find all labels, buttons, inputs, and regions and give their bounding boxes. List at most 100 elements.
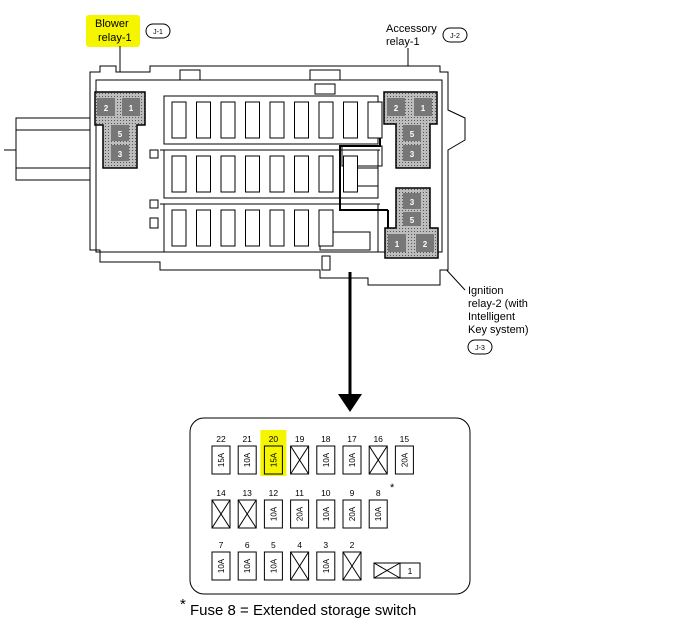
fuse-detail-panel	[189, 417, 471, 595]
housing-fuse-slot	[171, 101, 187, 139]
accessory-relay-pin-1: 1	[421, 104, 426, 113]
ignition-relay-pin-3: 3	[410, 198, 415, 207]
fuse-16: 16	[368, 434, 388, 475]
housing-fuse-slot	[343, 101, 358, 139]
fuse-body	[290, 551, 310, 581]
fuse-amperage: 20A	[296, 506, 305, 521]
fuse-amperage: 10A	[243, 558, 252, 573]
fuse-9: 9 20A	[342, 488, 362, 529]
fuse-number: 11	[295, 488, 304, 498]
fuse-12: 12 10A	[263, 488, 283, 529]
fuse-number: 19	[295, 434, 305, 444]
blower-relay-pin-5: 5	[118, 130, 123, 139]
fuse-amperage: 10A	[348, 452, 357, 467]
footnote-text: Fuse 8 = Extended storage switch	[190, 602, 416, 619]
fuse-number: 5	[271, 540, 276, 550]
connector-badge-j3: J-3	[467, 339, 493, 355]
fuse-body	[237, 551, 257, 581]
fuse-amperage: 10A	[217, 558, 226, 573]
empty-slot-cross	[342, 551, 362, 581]
fuse-number: 2	[350, 540, 355, 550]
empty-slot-cross	[290, 445, 310, 475]
blower-relay-pin-3: 3	[118, 150, 123, 159]
fuse-2: 2	[342, 540, 362, 581]
fuse-number: 9	[350, 488, 355, 498]
ignition-relay-pin-2: 2	[423, 240, 428, 249]
accessory-label-line-2: relay-1	[386, 36, 420, 48]
fuse-7: 7 10A	[211, 540, 231, 581]
ignition-label-line-2: relay-2 (with	[468, 298, 528, 310]
fuse-amperage: 20A	[348, 506, 357, 521]
fuse-body	[290, 445, 310, 475]
blower-relay: 2 1 5 3	[94, 91, 146, 169]
fuse-body	[368, 499, 388, 529]
fuse-body	[342, 445, 362, 475]
fuse-number: 12	[269, 488, 279, 498]
fuse-number: 16	[373, 434, 383, 444]
fuse-body	[316, 551, 336, 581]
fuse-body	[394, 445, 414, 475]
fuse-body	[263, 551, 283, 581]
accessory-relay-pin-3: 3	[410, 150, 415, 159]
fuse-6: 6 10A	[237, 540, 257, 581]
housing-fuse-slot	[318, 209, 334, 247]
housing-fuse-slot	[343, 155, 358, 193]
fuse-body	[316, 499, 336, 529]
fuse-body	[342, 551, 362, 581]
fuse-amperage: 10A	[269, 558, 278, 573]
housing-fuse-slot	[367, 101, 383, 139]
fuse-body	[263, 499, 283, 529]
fuse-body	[290, 499, 310, 529]
housing-fuse-slot	[294, 101, 309, 139]
fuse-number: 20	[269, 434, 279, 444]
empty-slot-cross	[211, 499, 231, 529]
fuse-number: 7	[219, 540, 224, 550]
fuse-amperage: 10A	[269, 506, 278, 521]
accessory-relay-pin-5: 5	[410, 130, 415, 139]
fuse-amperage: 20A	[400, 452, 409, 467]
fuse-number: 15	[400, 434, 410, 444]
housing-fuse-slot	[294, 155, 309, 193]
housing-fuse-slot	[245, 155, 260, 193]
fuse-1: 1	[373, 562, 421, 579]
fuse-number: 3	[323, 540, 328, 550]
connector-badge-j2: J-2	[442, 27, 468, 43]
ignition-relay-pin-1: 1	[395, 240, 400, 249]
accessory-relay: 2 1 5 3	[383, 91, 438, 169]
housing-fuse-row	[163, 149, 379, 199]
blower-label-line-2: relay-1	[98, 32, 132, 44]
fuse-body	[237, 445, 257, 475]
fuse-number: 6	[245, 540, 250, 550]
fuse-body	[263, 445, 283, 475]
fuse-number: 22	[216, 434, 226, 444]
fuse-body	[211, 551, 231, 581]
fuse-body	[237, 499, 257, 529]
fuse-number: 8	[376, 488, 381, 498]
empty-slot-cross	[290, 551, 310, 581]
svg-text:J-3: J-3	[475, 345, 485, 352]
ignition-label-line-3: Intelligent	[468, 311, 515, 323]
housing-fuse-slot	[245, 101, 260, 139]
fuse-15: 15 20A	[394, 434, 414, 475]
fuse-amperage: 10A	[243, 452, 252, 467]
housing-fuse-slot	[196, 155, 211, 193]
blower-relay-pin-2: 2	[104, 104, 109, 113]
fuse-number: 13	[242, 488, 252, 498]
detail-arrow	[338, 272, 362, 412]
accessory-relay-pin-2: 2	[394, 104, 399, 113]
fuse-body	[211, 445, 231, 475]
svg-text:1: 1	[408, 566, 413, 576]
accessory-label-line-1: Accessory	[386, 23, 437, 35]
fuse-amperage: 10A	[322, 452, 331, 467]
fuse-number: 10	[321, 488, 331, 498]
fuse-amperage: 15A	[269, 452, 278, 467]
fuse-body	[316, 445, 336, 475]
housing-fuse-slot	[318, 155, 334, 193]
blower-relay-pin-1: 1	[129, 104, 134, 113]
